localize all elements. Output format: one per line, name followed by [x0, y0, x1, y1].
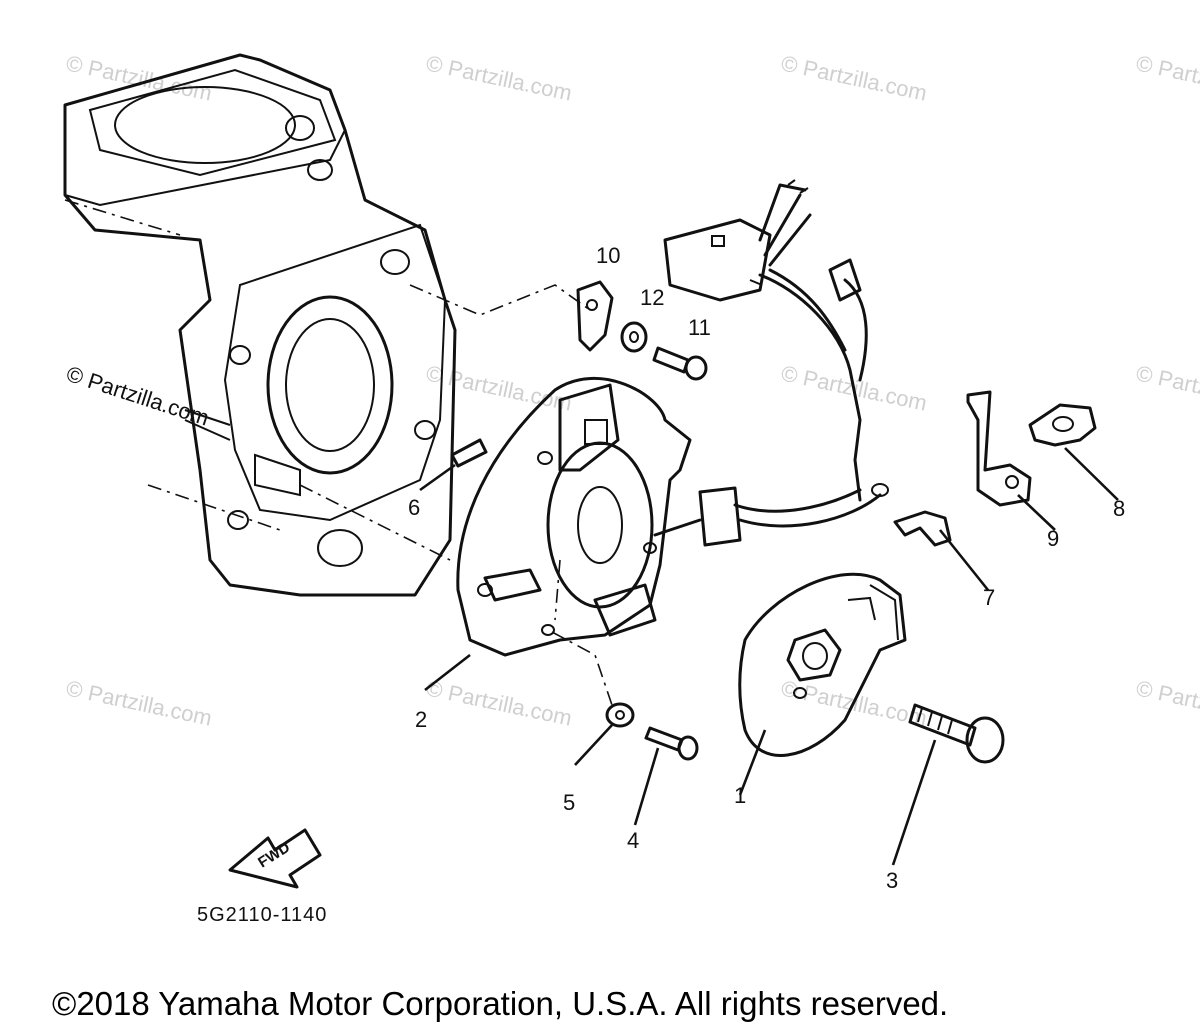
callout-11: 11 [688, 315, 711, 340]
part-12-washer [620, 321, 648, 353]
part-8-clamp [1028, 403, 1097, 447]
watermark: © Partzilla.com [1134, 360, 1200, 415]
wiring-harness [663, 179, 868, 502]
callout-8: 8 [1113, 496, 1125, 521]
alignment-lines [64, 199, 613, 706]
part-6-pin [450, 438, 488, 468]
callouts: 1 2 3 4 5 6 7 8 9 10 11 12 [408, 243, 1125, 893]
callout-7: 7 [983, 585, 995, 610]
watermark: © Partzilla.com [424, 675, 574, 730]
part-2-stator-plate [456, 377, 889, 657]
part-10-bracket [576, 280, 614, 352]
watermark: © Partzilla.com [1134, 50, 1200, 105]
part-7-clip [893, 510, 952, 547]
callout-5: 5 [563, 790, 575, 815]
watermark: © Partzilla.com [424, 50, 574, 105]
part-4-screw [644, 726, 699, 761]
callout-10: 10 [596, 243, 620, 268]
part-5-washer [605, 702, 635, 728]
callout-3: 3 [886, 868, 898, 893]
watermark: © Partzilla.com [1134, 675, 1200, 730]
watermark: © Partzilla.com [779, 50, 929, 105]
watermark: © Partzilla.com [64, 675, 214, 730]
callout-9: 9 [1047, 526, 1059, 551]
part-1-flywheel [738, 572, 907, 757]
leader-lines [419, 447, 1119, 866]
copyright-notice: ©2018 Yamaha Motor Corporation, U.S.A. A… [52, 985, 949, 1022]
forward-arrow: FWD [228, 828, 322, 889]
callout-6: 6 [408, 495, 420, 520]
callout-4: 4 [627, 828, 639, 853]
engine-block [63, 53, 457, 597]
part-3-bolt [908, 703, 1005, 764]
watermark: © Partzilla.com [424, 360, 574, 415]
callout-2: 2 [415, 707, 427, 732]
part-9-lever [966, 390, 1032, 507]
callout-12: 12 [640, 285, 664, 310]
drawing-number: 5G2110-1140 [197, 904, 328, 926]
callout-1: 1 [734, 783, 746, 808]
part-11-screw [652, 346, 708, 381]
